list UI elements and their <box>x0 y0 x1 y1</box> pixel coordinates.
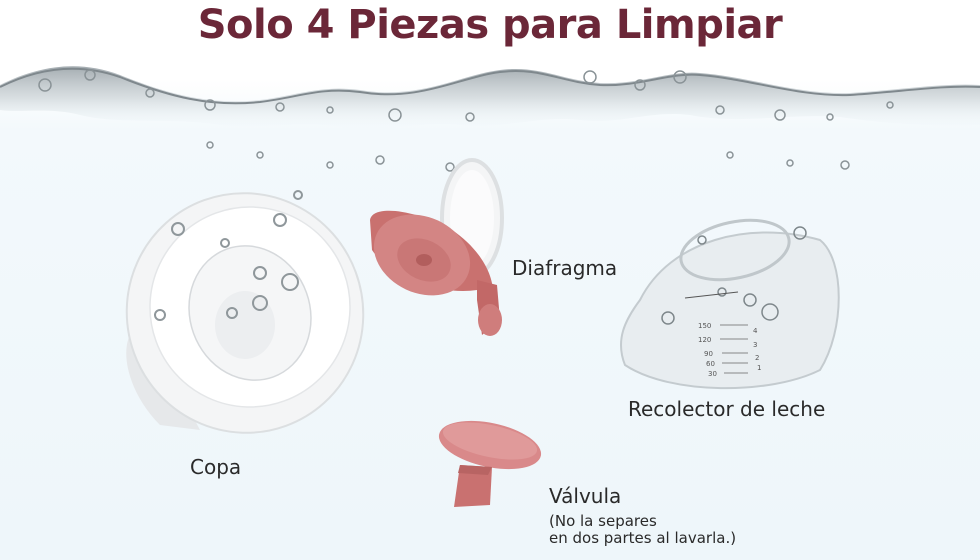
scale-oz-4: 4 <box>753 327 758 335</box>
scale-ml-120: 120 <box>698 336 711 344</box>
copa-label: Copa <box>190 455 242 479</box>
scale-ml-90: 90 <box>704 350 713 358</box>
scale-ml-150: 150 <box>698 322 711 330</box>
valvula-note-line1: (No la separes <box>549 512 657 530</box>
valvula-image <box>430 415 550 510</box>
scale-oz-3: 3 <box>753 341 757 349</box>
scale-ml-30: 30 <box>708 370 717 378</box>
diafragma-label: Diafragma <box>512 256 618 280</box>
page-title: Solo 4 Piezas para Limpiar <box>197 2 783 48</box>
copa-image <box>110 185 370 445</box>
valvula-label: Válvula <box>549 484 622 508</box>
recolector-image: 150 120 90 60 30 4 3 2 1 <box>610 200 855 400</box>
water-surface-illustration <box>0 55 980 175</box>
diafragma-image <box>362 150 522 350</box>
recolector-label: Recolector de leche <box>628 397 826 421</box>
scale-ml-60: 60 <box>706 360 715 368</box>
valvula-note-line2: en dos partes al lavarla.) <box>549 529 737 547</box>
scale-oz-2: 2 <box>755 354 759 362</box>
scale-oz-1: 1 <box>757 364 761 372</box>
